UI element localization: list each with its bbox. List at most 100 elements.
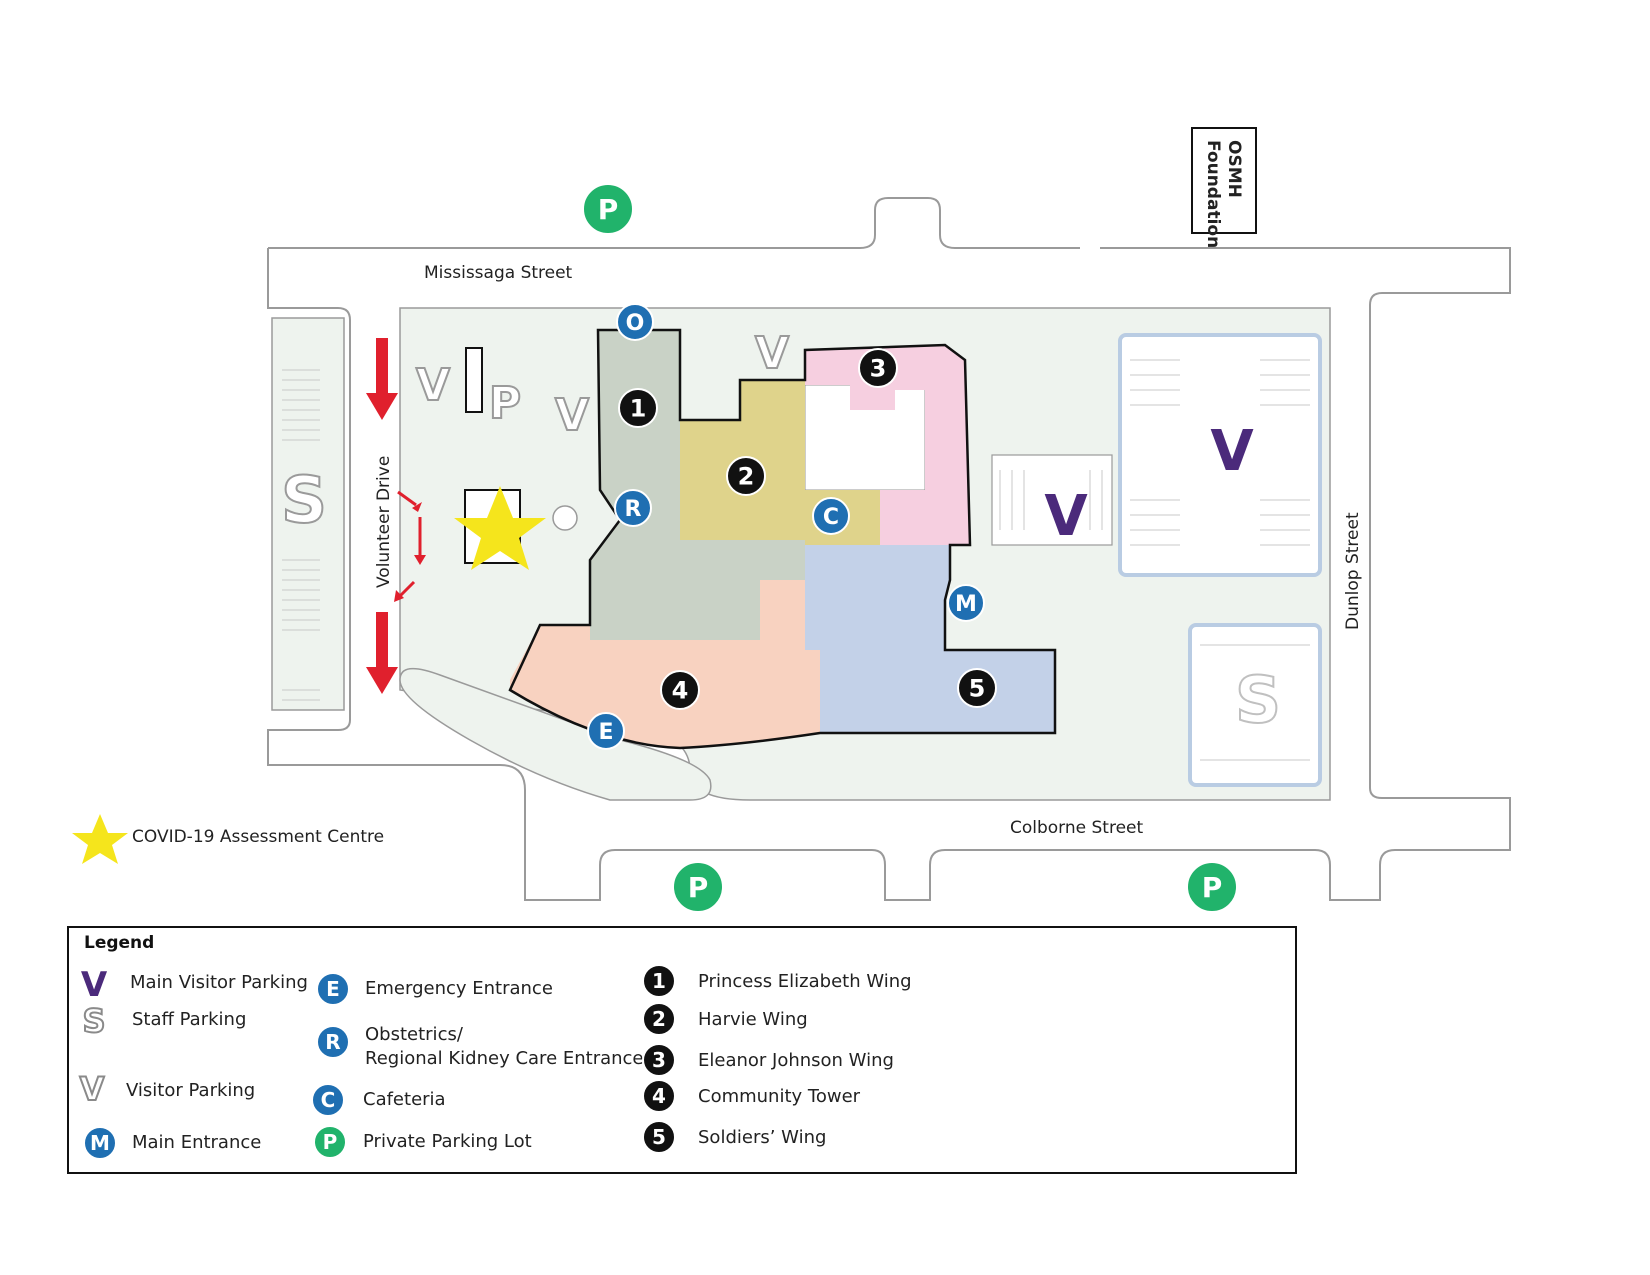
legend-main-entrance-icon-letter: M — [90, 1131, 110, 1155]
emergency-entrance-icon-letter: E — [598, 720, 613, 745]
staff-parking-southeast-icon: S — [1235, 664, 1281, 738]
emergency-driveway — [399, 667, 712, 801]
middle-visitor-lot — [991, 454, 1113, 546]
legend-obstetrics-label-2: Regional Kidney Care Entrance — [365, 1048, 644, 1069]
wing-5-badge-letter: 5 — [969, 675, 986, 703]
visitor-parking-center-icon: V — [555, 390, 589, 441]
legend-wing-2-label: Harvie Wing — [698, 1009, 808, 1030]
main-entrance-icon-letter: M — [955, 592, 977, 617]
legend-wing-4-icon-letter: 4 — [652, 1084, 666, 1108]
wing-eleanor-johnson — [805, 345, 970, 545]
legend-wing-4-icon: 4 — [642, 1079, 676, 1113]
private-parking-southeast-icon-letter: P — [1202, 871, 1223, 904]
small-building — [465, 347, 483, 413]
legend-wing-5-icon: 5 — [642, 1120, 676, 1154]
legend-wing-3-icon: 3 — [642, 1043, 676, 1077]
legend-wing-2-icon-letter: 2 — [652, 1007, 666, 1031]
private-parking-north-icon-letter: P — [598, 193, 619, 226]
legend-wing-1-icon-letter: 1 — [652, 969, 666, 993]
arrow-down-icon — [366, 612, 398, 694]
legend-main-visitor-label: Main Visitor Parking — [130, 972, 308, 993]
entrance-o-icon: O — [616, 303, 654, 341]
north-road-top-edge — [268, 197, 1080, 249]
main-visitor-parking-middle-icon: V — [1044, 484, 1088, 549]
legend-wing-3-label: Eleanor Johnson Wing — [698, 1050, 894, 1071]
legend-staff-icon: S — [82, 1002, 105, 1040]
private-parking-north-icon: P — [582, 183, 634, 235]
legend-main-visitor-icon: V — [81, 965, 108, 1005]
wing-4-badge-letter: 4 — [672, 677, 689, 705]
main-entrance-icon: M — [947, 584, 985, 622]
private-parking-southeast-icon: P — [1186, 861, 1238, 913]
wing-1-badge-letter: 1 — [630, 395, 647, 423]
entrance-o-icon-letter: O — [626, 311, 645, 336]
foundation-label-line2: Foundation — [1203, 140, 1223, 248]
obstetrics-entrance-icon-letter: R — [625, 497, 642, 522]
wing-2-badge: 2 — [726, 456, 766, 496]
mississaga-street-label: Mississaga Street — [424, 263, 573, 283]
east-road-left-edge — [1369, 292, 1383, 799]
wing-3-badge: 3 — [858, 348, 898, 388]
arrow-down-icon — [366, 338, 398, 420]
wing-community-tower — [510, 580, 820, 748]
legend-wing-4-label: Community Tower — [698, 1086, 861, 1107]
traffic-arrows — [366, 338, 426, 694]
legend-cafeteria-label: Cafeteria — [363, 1089, 446, 1110]
wing-2-badge-letter: 2 — [738, 463, 755, 491]
legend-wing-1-label: Princess Elizabeth Wing — [698, 971, 912, 992]
legend-emergency-label: Emergency Entrance — [365, 978, 553, 999]
legend-title: Legend — [84, 933, 154, 953]
cafeteria-icon: C — [812, 497, 850, 535]
legend-obstetrics-label-1: Obstetrics/ — [365, 1024, 464, 1045]
legend-cafeteria-icon: C — [311, 1083, 345, 1117]
legend-cafeteria-icon-letter: C — [321, 1088, 336, 1112]
private-parking-south-icon: P — [672, 861, 724, 913]
legend-emergency-icon-letter: E — [326, 977, 340, 1001]
main-visitor-parking-northeast-icon: V — [1210, 419, 1254, 484]
covid-assessment-site — [454, 486, 546, 570]
emergency-entrance-icon: E — [587, 712, 625, 750]
legend-wing-5-icon-letter: 5 — [652, 1125, 666, 1149]
south-road — [499, 764, 1511, 901]
north-road-top-edge-east — [1100, 247, 1511, 294]
wing-4-badge: 4 — [660, 670, 700, 710]
legend-private-parking-icon: P — [313, 1125, 347, 1159]
legend-main-entrance-label: Main Entrance — [132, 1132, 261, 1153]
legend-obstetrics-icon-letter: R — [325, 1030, 340, 1054]
legend-private-parking-label: Private Parking Lot — [363, 1131, 532, 1152]
private-parking-lot-letter-icon: P — [489, 378, 521, 429]
southeast-staff-lot — [1188, 623, 1322, 787]
legend-obstetrics-icon: R — [316, 1025, 350, 1059]
legend-staff-label: Staff Parking — [132, 1009, 246, 1030]
northeast-visitor-lot — [1118, 333, 1322, 577]
colborne-street-label: Colborne Street — [1010, 818, 1144, 838]
wing-5-badge: 5 — [957, 668, 997, 708]
foundation-label-line1: OSMH — [1224, 140, 1244, 198]
volunteer-drive-label: Volunteer Drive — [374, 456, 394, 588]
covid-star-icon — [454, 486, 546, 570]
private-parking-south-icon-letter: P — [688, 871, 709, 904]
dunlop-street-label: Dunlop Street — [1343, 512, 1363, 630]
visitor-parking-west-icon: V — [416, 360, 450, 411]
covid-legend-label: COVID-19 Assessment Centre — [132, 827, 384, 847]
legend-main-entrance-icon: M — [83, 1126, 117, 1160]
road-outlines — [267, 197, 1511, 901]
wing-3-badge-letter: 3 — [870, 355, 887, 383]
legend-wing-5-label: Soldiers’ Wing — [698, 1127, 826, 1148]
obstetrics-entrance-icon: R — [614, 489, 652, 527]
legend-visitor-label: Visitor Parking — [126, 1080, 255, 1101]
cafeteria-icon-letter: C — [823, 505, 839, 530]
osmh-foundation-building: OSMH Foundation — [1191, 127, 1257, 248]
legend-wing-1-icon: 1 — [642, 964, 676, 998]
staff-parking-west-icon: S — [281, 464, 327, 538]
legend-wing-2-icon: 2 — [642, 1002, 676, 1036]
covid-legend-star-icon — [72, 814, 128, 864]
building-outline — [508, 328, 1057, 750]
legend-emergency-icon: E — [316, 972, 350, 1006]
visitor-parking-north-icon: V — [755, 328, 789, 379]
west-staff-lot — [271, 317, 345, 711]
roundabout — [552, 505, 578, 531]
legend-wing-3-icon-letter: 3 — [652, 1048, 666, 1072]
